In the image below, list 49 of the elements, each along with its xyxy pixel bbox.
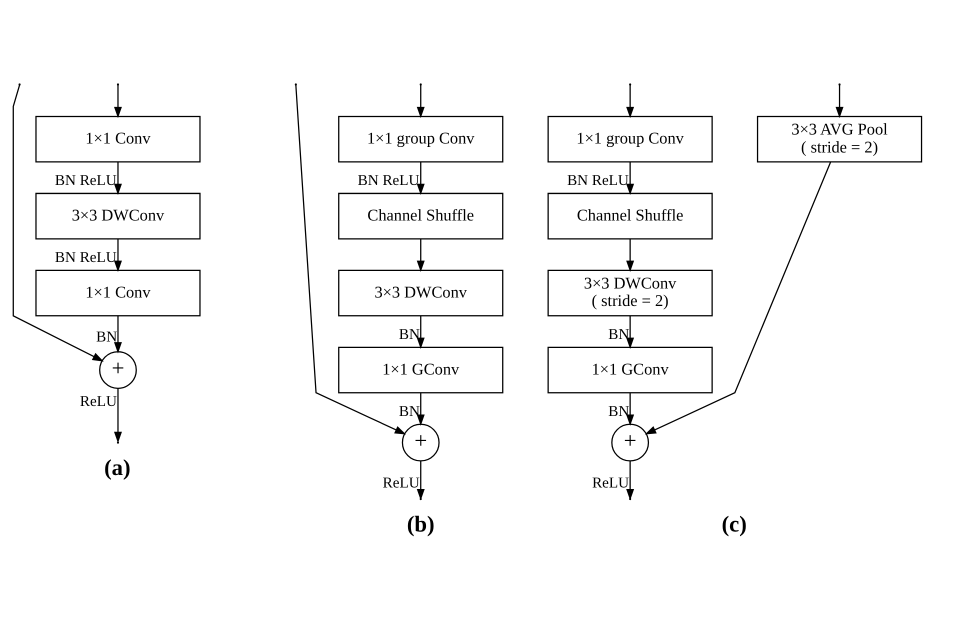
arrow xyxy=(416,162,425,196)
node-box: 3×3 DWConv ( stride = 2) xyxy=(548,270,713,316)
arrow xyxy=(416,238,425,272)
arrow xyxy=(836,85,844,118)
node-circle: + xyxy=(611,424,650,462)
node-box: Channel Shuffle xyxy=(338,192,504,240)
arrow xyxy=(644,162,832,435)
arrow xyxy=(416,85,425,118)
edge-label: BN ReLU xyxy=(54,250,117,266)
edge-label: BN ReLU xyxy=(567,173,629,190)
label: (b) xyxy=(406,511,435,536)
arrow xyxy=(416,393,425,426)
node-box: 1×1 Conv xyxy=(35,116,201,163)
arrow xyxy=(114,162,122,196)
node-box: Channel Shuffle xyxy=(548,192,713,240)
edge-label: BN xyxy=(608,327,630,344)
edge-label: BN xyxy=(608,404,630,420)
arrow xyxy=(626,162,634,196)
node-box: 3×3 AVG Pool ( stride = 2) xyxy=(756,116,922,163)
edge-label: BN xyxy=(96,329,118,346)
arrow xyxy=(114,85,122,118)
arrow xyxy=(12,84,104,362)
node-box: 3×3 DWConv xyxy=(35,192,201,240)
arrow xyxy=(114,316,122,354)
arrow xyxy=(295,84,406,435)
edge-label: ReLU xyxy=(382,475,420,492)
edge-label: BN ReLU xyxy=(54,173,117,190)
edge-label: ReLU xyxy=(80,394,117,410)
node-box: 1×1 GConv xyxy=(548,346,713,394)
node-box: 3×3 DWConv xyxy=(338,270,504,316)
node-circle: + xyxy=(402,424,440,462)
arrow xyxy=(626,316,634,349)
node-box: 1×1 group Conv xyxy=(338,116,504,163)
edge-label: BN xyxy=(398,327,420,344)
edge-label: ReLU xyxy=(592,475,630,492)
label: (a) xyxy=(104,455,131,480)
arrow xyxy=(626,238,634,272)
node-box: 1×1 Conv xyxy=(35,270,201,316)
node-box: 1×1 GConv xyxy=(338,346,504,394)
edge-label: BN ReLU xyxy=(358,173,420,190)
label: (c) xyxy=(722,511,747,536)
arrow xyxy=(626,393,634,426)
arrow xyxy=(626,85,634,118)
edge-label: BN xyxy=(398,404,420,420)
arrow xyxy=(114,388,122,444)
node-circle: + xyxy=(99,351,137,389)
arrow xyxy=(416,316,425,349)
node-box: 1×1 group Conv xyxy=(548,116,713,163)
arrow xyxy=(114,238,122,272)
